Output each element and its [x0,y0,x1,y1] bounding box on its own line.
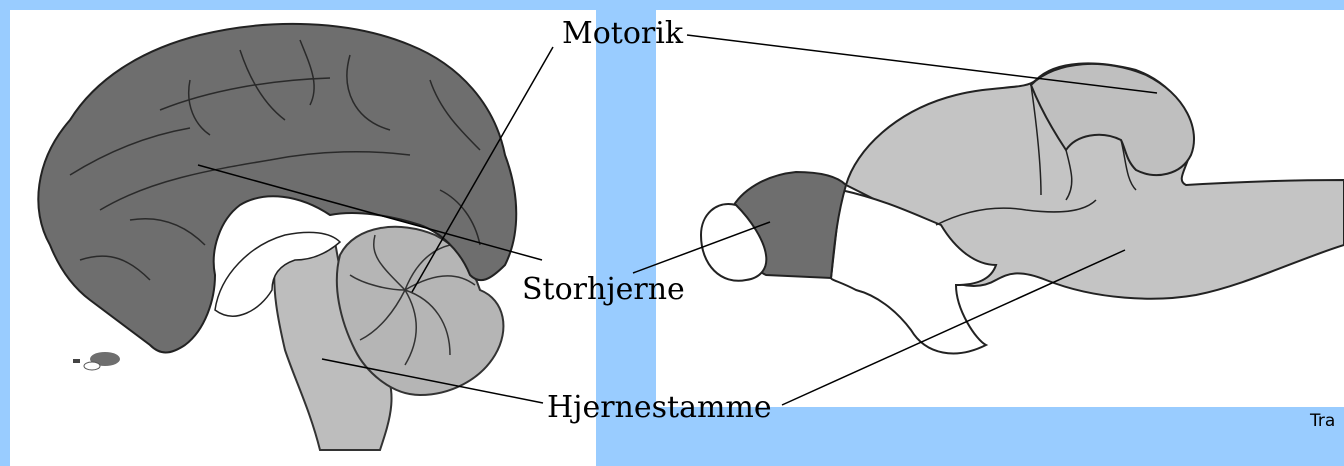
footer-text: Tra [1310,411,1335,431]
label-hjernestamme: Hjernestamme [547,390,772,425]
label-motorik: Motorik [562,16,684,51]
leader-motorik-to-animal [687,35,1157,93]
leader-hjernestamme-to-human [322,359,543,403]
leader-motorik-to-human [412,47,553,292]
leader-storhjerne-to-human [198,165,542,260]
label-storhjerne: Storhjerne [522,272,685,307]
leader-hjernestamme-to-animal [782,250,1125,405]
leader-storhjerne-to-animal [633,222,770,273]
